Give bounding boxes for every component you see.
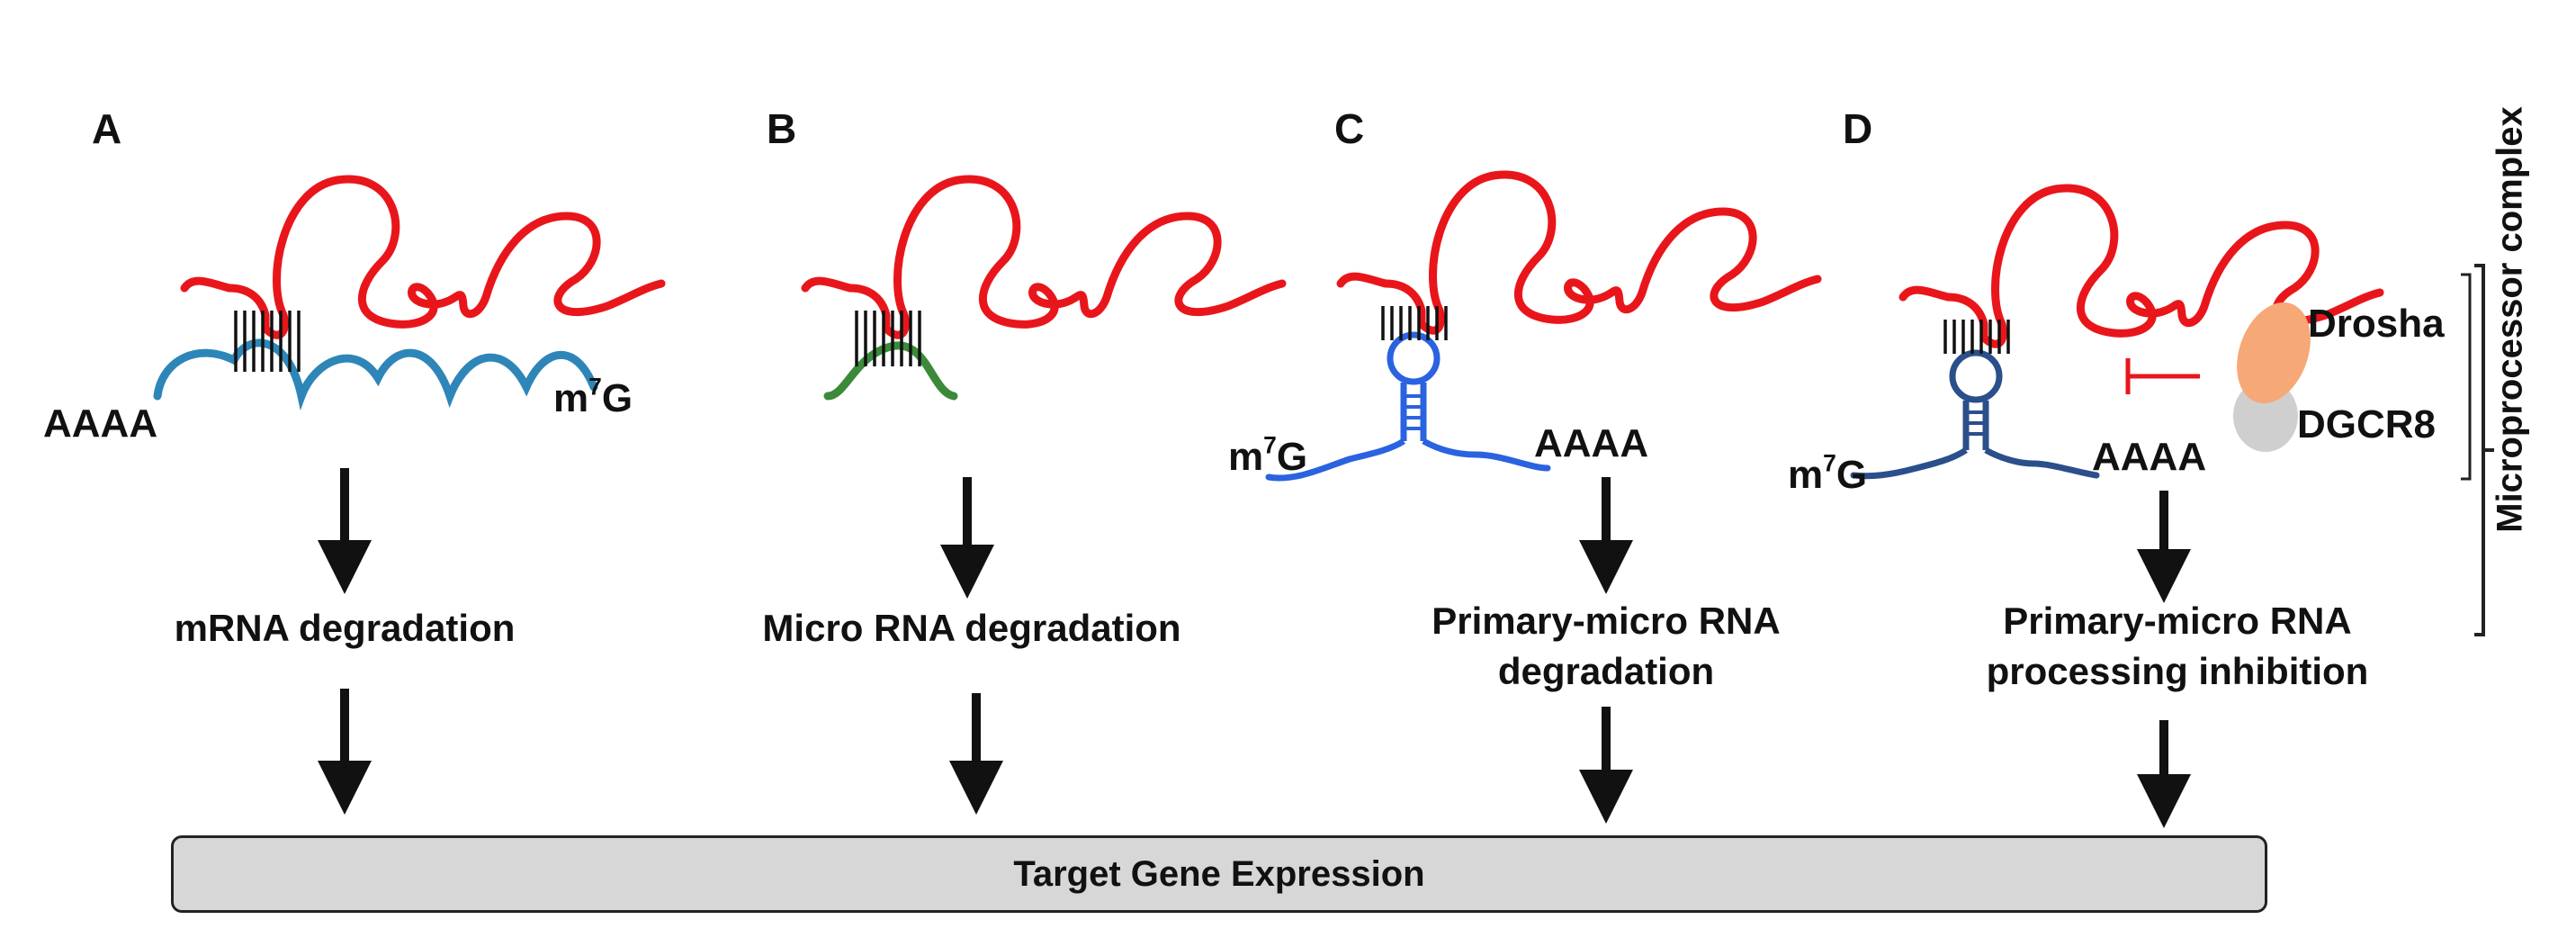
- polya-label-d: AAAA: [2092, 435, 2207, 479]
- dgcr8-label: DGCR8: [2297, 402, 2437, 446]
- lncrna-b-tail: [801, 276, 855, 293]
- polya-label-c: AAAA: [1534, 421, 1649, 465]
- lncrna-b: [846, 175, 1287, 339]
- pri-mirna-c: [1265, 331, 1551, 482]
- lncrna-c-tail: [1336, 272, 1390, 288]
- mrna-strand-a: [153, 338, 598, 410]
- outcome-c: Primary-micro RNA degradation: [1432, 600, 1781, 692]
- lncrna-a: [225, 175, 666, 339]
- outcome-d: Primary-micro RNA processing inhibition: [1986, 600, 2369, 692]
- drosha-shape: [2237, 302, 2311, 404]
- panel-label-d: D: [1843, 105, 1873, 152]
- stem-rungs-d: [1966, 410, 1986, 436]
- polya-label-a: AAAA: [43, 401, 158, 446]
- lncrna-c: [1381, 170, 1822, 335]
- base-pairs-c: [1381, 306, 1448, 340]
- cap-label-c: m7G: [1228, 431, 1308, 479]
- cap-label-d: m7G: [1788, 449, 1868, 497]
- panel-label-c: C: [1334, 105, 1365, 152]
- target-gene-expression-bar: Target Gene Expression: [171, 835, 2267, 913]
- stem-rungs-c: [1404, 394, 1423, 430]
- outcome-a: mRNA degradation: [174, 607, 516, 649]
- drosha-label: Drosha: [2308, 302, 2445, 346]
- pri-mirna-d: [1850, 349, 2100, 480]
- panel-label-a: A: [92, 105, 122, 152]
- protein-bracket: [2461, 273, 2472, 481]
- cap-label-a: m7G: [553, 373, 633, 420]
- base-pairs-b: [855, 311, 921, 366]
- lncrna-a-tail: [180, 276, 234, 293]
- lncrna-d: [1943, 184, 2384, 348]
- target-gene-expression-label: Target Gene Expression: [1013, 853, 1425, 894]
- base-pairs-d: [1943, 320, 2010, 354]
- inhibition-line: [2125, 358, 2200, 394]
- panel-label-b: B: [767, 105, 797, 152]
- base-pairs-a: [234, 311, 301, 372]
- complex-bracket: [2474, 264, 2494, 636]
- lncrna-d-tail: [1898, 285, 1952, 302]
- outcome-b: Micro RNA degradation: [762, 607, 1181, 649]
- mirna-strand-b: [823, 341, 958, 401]
